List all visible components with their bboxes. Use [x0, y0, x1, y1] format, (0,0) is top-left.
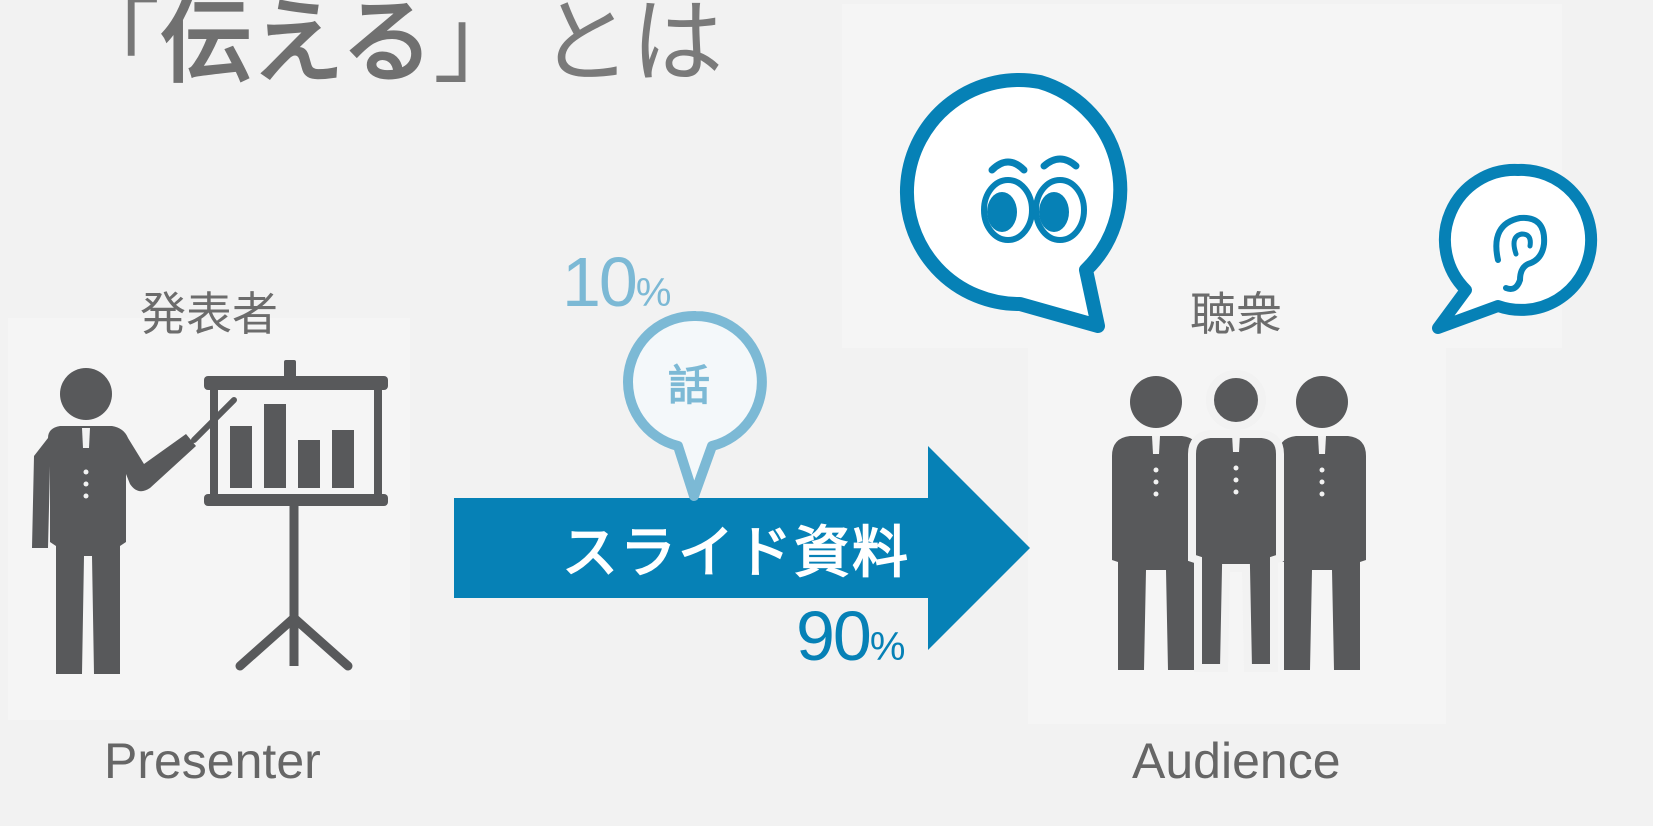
eyes-speech-bubble-icon [899, 73, 1128, 333]
talk-pin-bubble-icon [623, 310, 767, 501]
audience-label-en: Audience [1132, 733, 1341, 789]
presenter-label-jp: 発表者 [140, 287, 278, 341]
slide-percent: 90% [796, 596, 905, 676]
title-close-bracket: 」 [433, 0, 526, 96]
title-emphasis: 伝える [160, 0, 434, 96]
talk-percent-number: 10 [562, 243, 638, 321]
flow-arrow [454, 446, 1030, 650]
slide-percent-number: 90 [796, 597, 872, 675]
ear-speech-bubble-icon [1432, 163, 1598, 334]
talk-percent: 10% [562, 242, 671, 322]
arrow-label: スライド資料 [562, 521, 910, 586]
slide-percent-unit: % [869, 625, 906, 669]
page-title: 「伝える」とは [68, 0, 723, 98]
audience-group-icon [1112, 366, 1366, 676]
presenter-with-chart-icon [32, 360, 388, 674]
talk-bubble-label: 話 [668, 361, 711, 410]
title-open-bracket: 「 [68, 0, 161, 96]
title-rest: とは [539, 0, 724, 96]
audience-label-jp: 聴衆 [1190, 287, 1282, 341]
talk-percent-unit: % [635, 271, 672, 315]
presenter-label-en: Presenter [104, 733, 321, 789]
